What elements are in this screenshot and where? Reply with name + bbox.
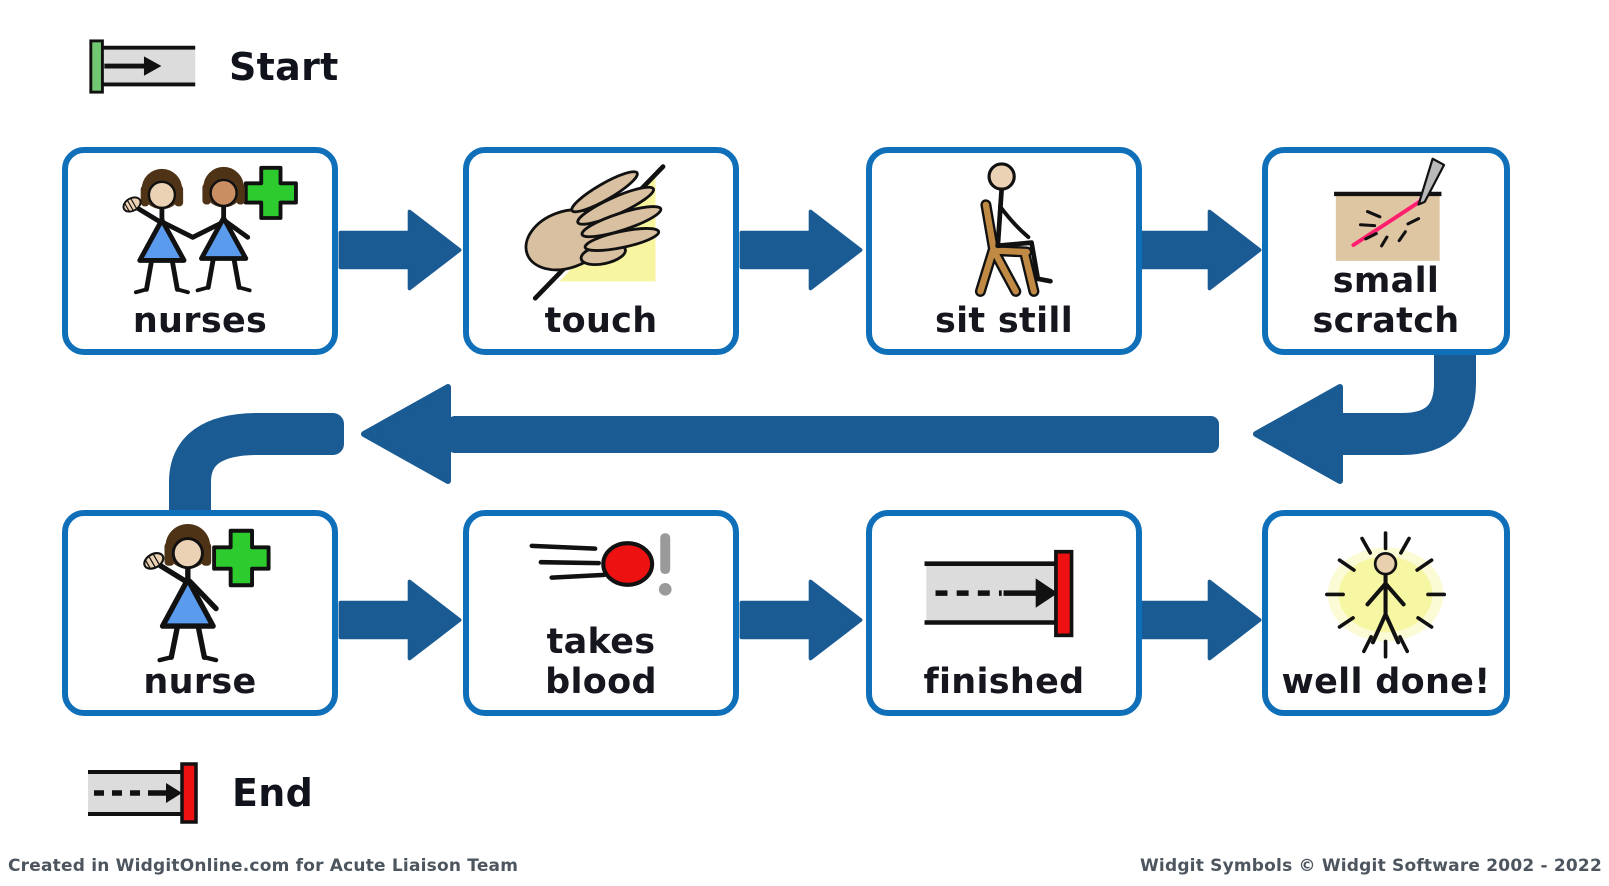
step-box-nurse: nurse: [62, 510, 338, 716]
step-label: small scratch: [1312, 260, 1460, 341]
well-done-icon: [1307, 526, 1465, 662]
step-box-small-scratch: small scratch: [1262, 147, 1510, 355]
step-label: nurses: [132, 300, 268, 341]
step-box-takes-blood: takes blood: [463, 510, 739, 716]
end-icon: [88, 762, 198, 824]
start-label: Start: [229, 45, 339, 89]
small-scratch-icon: [1320, 157, 1452, 261]
takes-blood-icon: [517, 526, 685, 622]
nurse-icon: [110, 523, 290, 663]
step-label: takes blood: [545, 621, 657, 702]
flow-arrow-icon: [1138, 209, 1262, 291]
footer-credit-left: Created in WidgitOnline.com for Acute Li…: [8, 856, 519, 876]
step-label: sit still: [934, 300, 1073, 341]
step-label: nurse: [143, 661, 257, 702]
footer-copyright-right: Widgit Symbols © Widgit Software 2002 - …: [1139, 856, 1602, 876]
end-legend: End: [86, 762, 313, 824]
flow-arrow-icon: [739, 579, 863, 661]
step-label: finished: [923, 661, 1085, 702]
step-box-sit-still: sit still: [866, 147, 1142, 355]
step-box-well-done: well done!: [1262, 510, 1510, 716]
finished-icon: [919, 526, 1089, 662]
step-box-finished: finished: [866, 510, 1142, 716]
step-box-nurses: nurses: [62, 147, 338, 355]
start-legend: Start: [86, 38, 339, 96]
sit-still-icon: [945, 162, 1063, 301]
start-icon: [89, 39, 196, 94]
end-label: End: [232, 771, 314, 815]
nurses-icon: [101, 163, 299, 301]
step-label: well done!: [1281, 661, 1491, 702]
touch-icon: [507, 163, 695, 301]
flow-arrow-icon: [338, 209, 462, 291]
step-label: touch: [544, 300, 658, 341]
flow-arrow-icon: [338, 579, 462, 661]
flow-arrow-icon: [1138, 579, 1262, 661]
step-box-touch: touch: [463, 147, 739, 355]
flow-arrow-icon: [739, 209, 863, 291]
